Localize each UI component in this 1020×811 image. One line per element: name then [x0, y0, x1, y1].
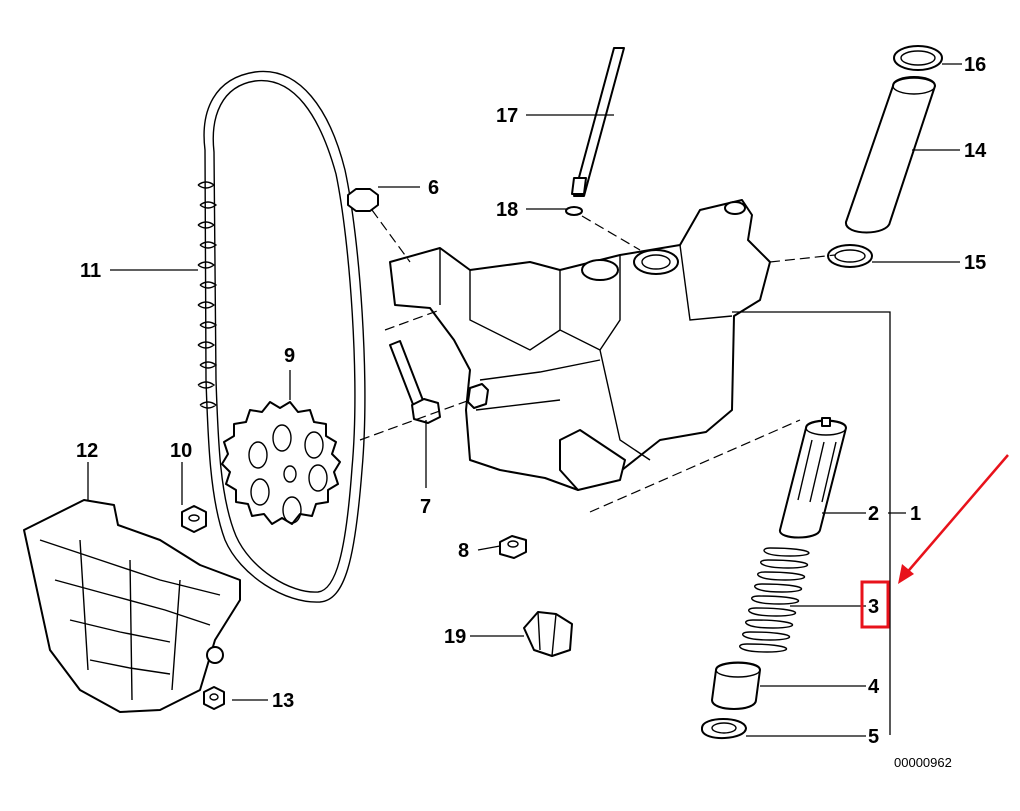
- timing-chain: [197, 70, 366, 603]
- compression-spring-3: [739, 547, 810, 653]
- callout-8: 8: [458, 540, 469, 562]
- callout-15: 15: [964, 252, 986, 274]
- callout-3: 3: [868, 596, 879, 618]
- assembly-dashed-lines: [359, 209, 836, 513]
- sleeve-4: [711, 661, 761, 710]
- callout-13: 13: [272, 690, 294, 712]
- oil-pipe-14: [845, 76, 936, 234]
- o-ring-16: [893, 45, 943, 71]
- highlight-arrow-shaft: [903, 454, 1009, 577]
- callout-18: 18: [496, 199, 518, 221]
- circlip-5: [701, 718, 747, 740]
- o-ring-15: [827, 244, 873, 268]
- callout-1: 1: [910, 503, 921, 525]
- nut-8: [499, 535, 527, 559]
- callout-19: 19: [444, 626, 466, 648]
- callout-12: 12: [76, 440, 98, 462]
- callout-14: 14: [964, 140, 987, 162]
- drawing-code: 00000962: [894, 755, 952, 770]
- leader-lines: [87, 63, 962, 737]
- bolt-7: [389, 340, 441, 424]
- callout-17: 17: [496, 105, 518, 127]
- o-ring-18: [565, 206, 583, 216]
- callout-16: 16: [964, 54, 986, 76]
- callout-5: 5: [868, 726, 879, 748]
- callout-6: 6: [428, 177, 439, 199]
- callout-10: 10: [170, 440, 192, 462]
- highlight-box: [860, 580, 890, 629]
- callout-2: 2: [868, 503, 879, 525]
- callout-labels: 17 18 6 11 9 10 12 7 8 19 13 16 14 15 2 …: [76, 54, 987, 770]
- sprocket: [221, 401, 341, 525]
- screw-plug-6: [347, 188, 379, 212]
- pipe-17: [571, 47, 625, 197]
- highlight-arrow-head: [898, 564, 914, 584]
- clip-19: [523, 611, 573, 657]
- callout-7: 7: [420, 496, 431, 518]
- nut-10: [181, 505, 207, 533]
- callout-4: 4: [868, 676, 880, 698]
- nut-13: [203, 686, 225, 710]
- chain-guard-cover: [23, 499, 241, 713]
- chain-links: [197, 181, 218, 409]
- highlight-annotation: [860, 454, 1009, 629]
- callout-11: 11: [80, 260, 101, 282]
- oil-pump-housing: [389, 199, 771, 491]
- callout-9: 9: [284, 345, 295, 367]
- valve-piston-2: [779, 417, 847, 539]
